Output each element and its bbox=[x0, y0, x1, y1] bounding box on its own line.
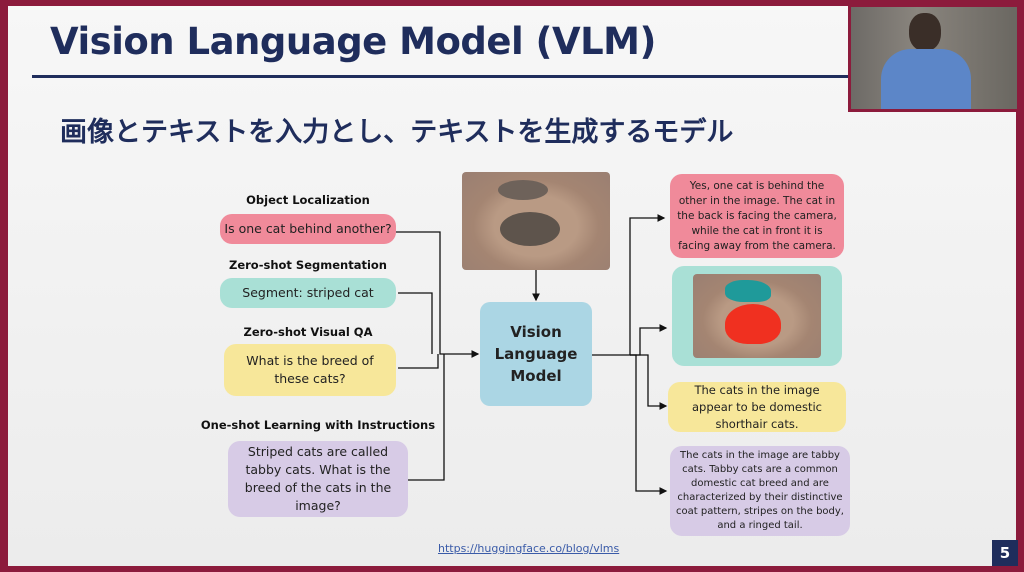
prompt-visual-qa: What is the breed of these cats? bbox=[224, 344, 396, 396]
slide-title: Vision Language Model (VLM) bbox=[50, 20, 656, 63]
prompt-one-shot: Striped cats are called tabby cats. What… bbox=[228, 441, 408, 517]
output-visual-qa: The cats in the image appear to be domes… bbox=[668, 382, 846, 432]
source-link[interactable]: https://huggingface.co/blog/vlms bbox=[438, 542, 620, 555]
output-one-shot: The cats in the image are tabby cats. Ta… bbox=[670, 446, 850, 536]
output-segmentation bbox=[672, 266, 842, 366]
webcam-overlay bbox=[848, 4, 1020, 112]
title-divider bbox=[32, 75, 852, 78]
prompt-segmentation: Segment: striped cat bbox=[220, 278, 396, 308]
connector-arrows bbox=[396, 214, 668, 495]
presenter-body bbox=[881, 49, 971, 109]
slide-subtitle: 画像とテキストを入力とし、テキストを生成するモデル bbox=[60, 117, 734, 148]
mask-back-cat bbox=[725, 280, 771, 302]
presenter-video bbox=[851, 7, 1017, 109]
presenter-head bbox=[909, 13, 941, 51]
vlm-line: Language bbox=[494, 345, 578, 363]
task-label-object-localization: Object Localization bbox=[246, 193, 370, 207]
back-cat bbox=[498, 180, 548, 200]
vlm-line: Model bbox=[510, 367, 562, 385]
segmented-cat-image bbox=[693, 274, 821, 358]
prompt-object-localization: Is one cat behind another? bbox=[220, 214, 396, 244]
page-number: 5 bbox=[992, 540, 1018, 566]
output-localization: Yes, one cat is behind the other in the … bbox=[670, 174, 844, 258]
input-cat-image bbox=[462, 172, 610, 270]
mask-striped-cat bbox=[725, 304, 781, 344]
task-label-one-shot: One-shot Learning with Instructions bbox=[200, 418, 436, 432]
front-cat bbox=[500, 212, 560, 246]
vlm-line: Vision bbox=[510, 323, 562, 341]
task-label-segmentation: Zero-shot Segmentation bbox=[229, 258, 387, 272]
task-label-visual-qa: Zero-shot Visual QA bbox=[243, 325, 373, 339]
